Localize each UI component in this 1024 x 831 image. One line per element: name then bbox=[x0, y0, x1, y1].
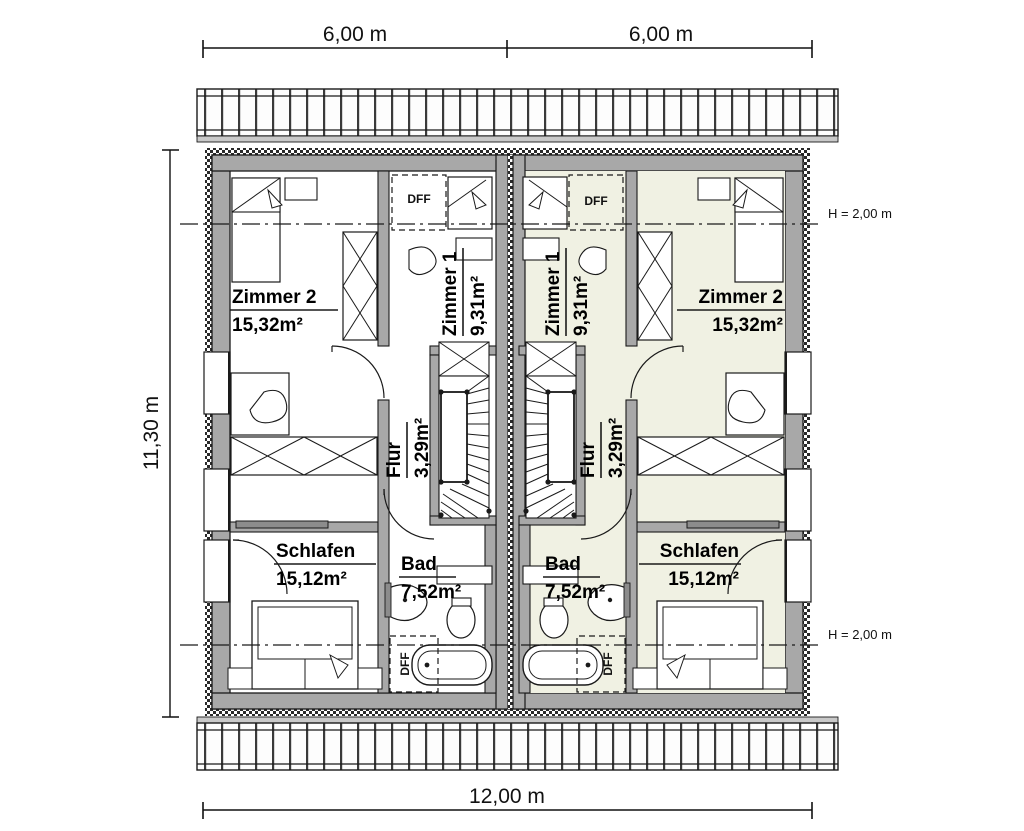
room-label-zimmer1-left: Zimmer 1 9,31m² bbox=[440, 248, 489, 336]
shelf-left bbox=[235, 520, 329, 529]
room-label-bad-right: Bad 7,52m² bbox=[543, 554, 605, 603]
room-area: 7,52m² bbox=[401, 582, 461, 603]
bathroom-fixtures-left bbox=[384, 565, 493, 686]
roof-window-zimmer1-right bbox=[568, 174, 624, 231]
room-area: 7,52m² bbox=[545, 582, 605, 603]
room-name: Flur bbox=[578, 442, 599, 478]
sink-icon-right bbox=[587, 584, 627, 622]
roof-window-bad-right bbox=[576, 635, 626, 693]
shelf-right bbox=[686, 520, 780, 529]
desk-zimmer2-left bbox=[230, 372, 290, 436]
desk-zimmer2-right bbox=[725, 372, 785, 436]
room-area: 9,31m² bbox=[468, 276, 489, 336]
unit-left: DFF DFF bbox=[203, 170, 497, 694]
dimension-left-label: 11,30 m bbox=[140, 396, 163, 470]
staircase-right bbox=[523, 375, 577, 519]
dimension-bottom-label: 12,00 m bbox=[469, 785, 545, 808]
dimension-bottom: 12,00 m bbox=[202, 785, 813, 819]
room-name: Flur bbox=[384, 442, 405, 478]
room-name: Zimmer 1 bbox=[440, 251, 461, 336]
wardrobe-zimmer2-right bbox=[637, 231, 673, 341]
height-label: H = 2,00 m bbox=[828, 206, 892, 221]
bed-zimmer2-left bbox=[231, 177, 318, 283]
room-name: Zimmer 2 bbox=[232, 287, 316, 308]
furniture-zimmer1-left bbox=[408, 176, 493, 377]
room-name: Bad bbox=[401, 554, 437, 575]
unit-right-labels: DFF DFF Zimmer 2 15,32m² Zimmer 1 9,31m²… bbox=[543, 194, 785, 676]
room-area: 15,32m² bbox=[232, 315, 303, 336]
unit-right bbox=[518, 170, 812, 694]
dff-label: DFF bbox=[398, 652, 412, 675]
doors-left bbox=[232, 345, 435, 595]
room-name: Bad bbox=[545, 554, 581, 575]
windows-right bbox=[784, 351, 812, 603]
sink-icon-left bbox=[388, 584, 428, 622]
wardrobe-wide-right bbox=[637, 436, 785, 476]
dff-label: DFF bbox=[601, 652, 615, 675]
room-area: 9,31m² bbox=[571, 276, 592, 336]
doors-right bbox=[580, 345, 783, 595]
wardrobe-wide-left bbox=[230, 436, 378, 476]
room-area: 15,12m² bbox=[276, 569, 347, 590]
roof-window-zimmer1-left: DFF bbox=[391, 174, 447, 231]
toilet-icon-left bbox=[446, 601, 476, 639]
height-label: H = 2,00 m bbox=[828, 627, 892, 642]
roof-overhang-bottom bbox=[196, 716, 839, 771]
room-area: 15,12m² bbox=[668, 569, 739, 590]
bed-zimmer2-right bbox=[697, 177, 784, 283]
wardrobe-zimmer2-left bbox=[342, 231, 378, 341]
dimension-top-right-label: 6,00 m bbox=[629, 23, 693, 46]
dimension-left: 11,30 m bbox=[140, 149, 179, 718]
room-label-flur-left: Flur 3,29m² bbox=[384, 418, 433, 478]
dimension-top: 6,00 m 6,00 m bbox=[202, 23, 813, 58]
staircase-left bbox=[438, 375, 492, 519]
room-label-schlafen-right: Schlafen 15,12m² bbox=[639, 541, 741, 590]
room-label-zimmer2-left: Zimmer 2 15,32m² bbox=[230, 287, 338, 336]
furniture-zimmer1-right bbox=[522, 176, 607, 377]
room-label-zimmer2-right: Zimmer 2 15,32m² bbox=[677, 287, 785, 336]
room-label-flur-right: Flur 3,29m² bbox=[578, 418, 627, 478]
room-name: Zimmer 1 bbox=[543, 251, 564, 336]
dff-label: DFF bbox=[407, 192, 430, 206]
windows-left bbox=[203, 351, 231, 603]
dff-label: DFF bbox=[584, 194, 607, 208]
toilet-icon-right bbox=[539, 601, 569, 639]
room-label-zimmer1-right: Zimmer 1 9,31m² bbox=[543, 248, 592, 336]
dimension-top-left-label: 6,00 m bbox=[323, 23, 387, 46]
room-label-bad-left: Bad 7,52m² bbox=[399, 554, 461, 603]
room-label-schlafen-left: Schlafen 15,12m² bbox=[274, 541, 376, 590]
room-name: Zimmer 2 bbox=[699, 287, 783, 308]
room-name: Schlafen bbox=[660, 541, 739, 562]
height-line-lower: H = 2,00 m bbox=[180, 627, 892, 646]
room-area: 3,29m² bbox=[412, 418, 433, 478]
height-line-upper: H = 2,00 m bbox=[180, 206, 892, 225]
room-area: 15,32m² bbox=[712, 315, 783, 336]
room-area: 3,29m² bbox=[606, 418, 627, 478]
room-name: Schlafen bbox=[276, 541, 355, 562]
roof-overhang-top bbox=[196, 88, 839, 143]
roof-window-bad-left: DFF bbox=[389, 635, 439, 693]
